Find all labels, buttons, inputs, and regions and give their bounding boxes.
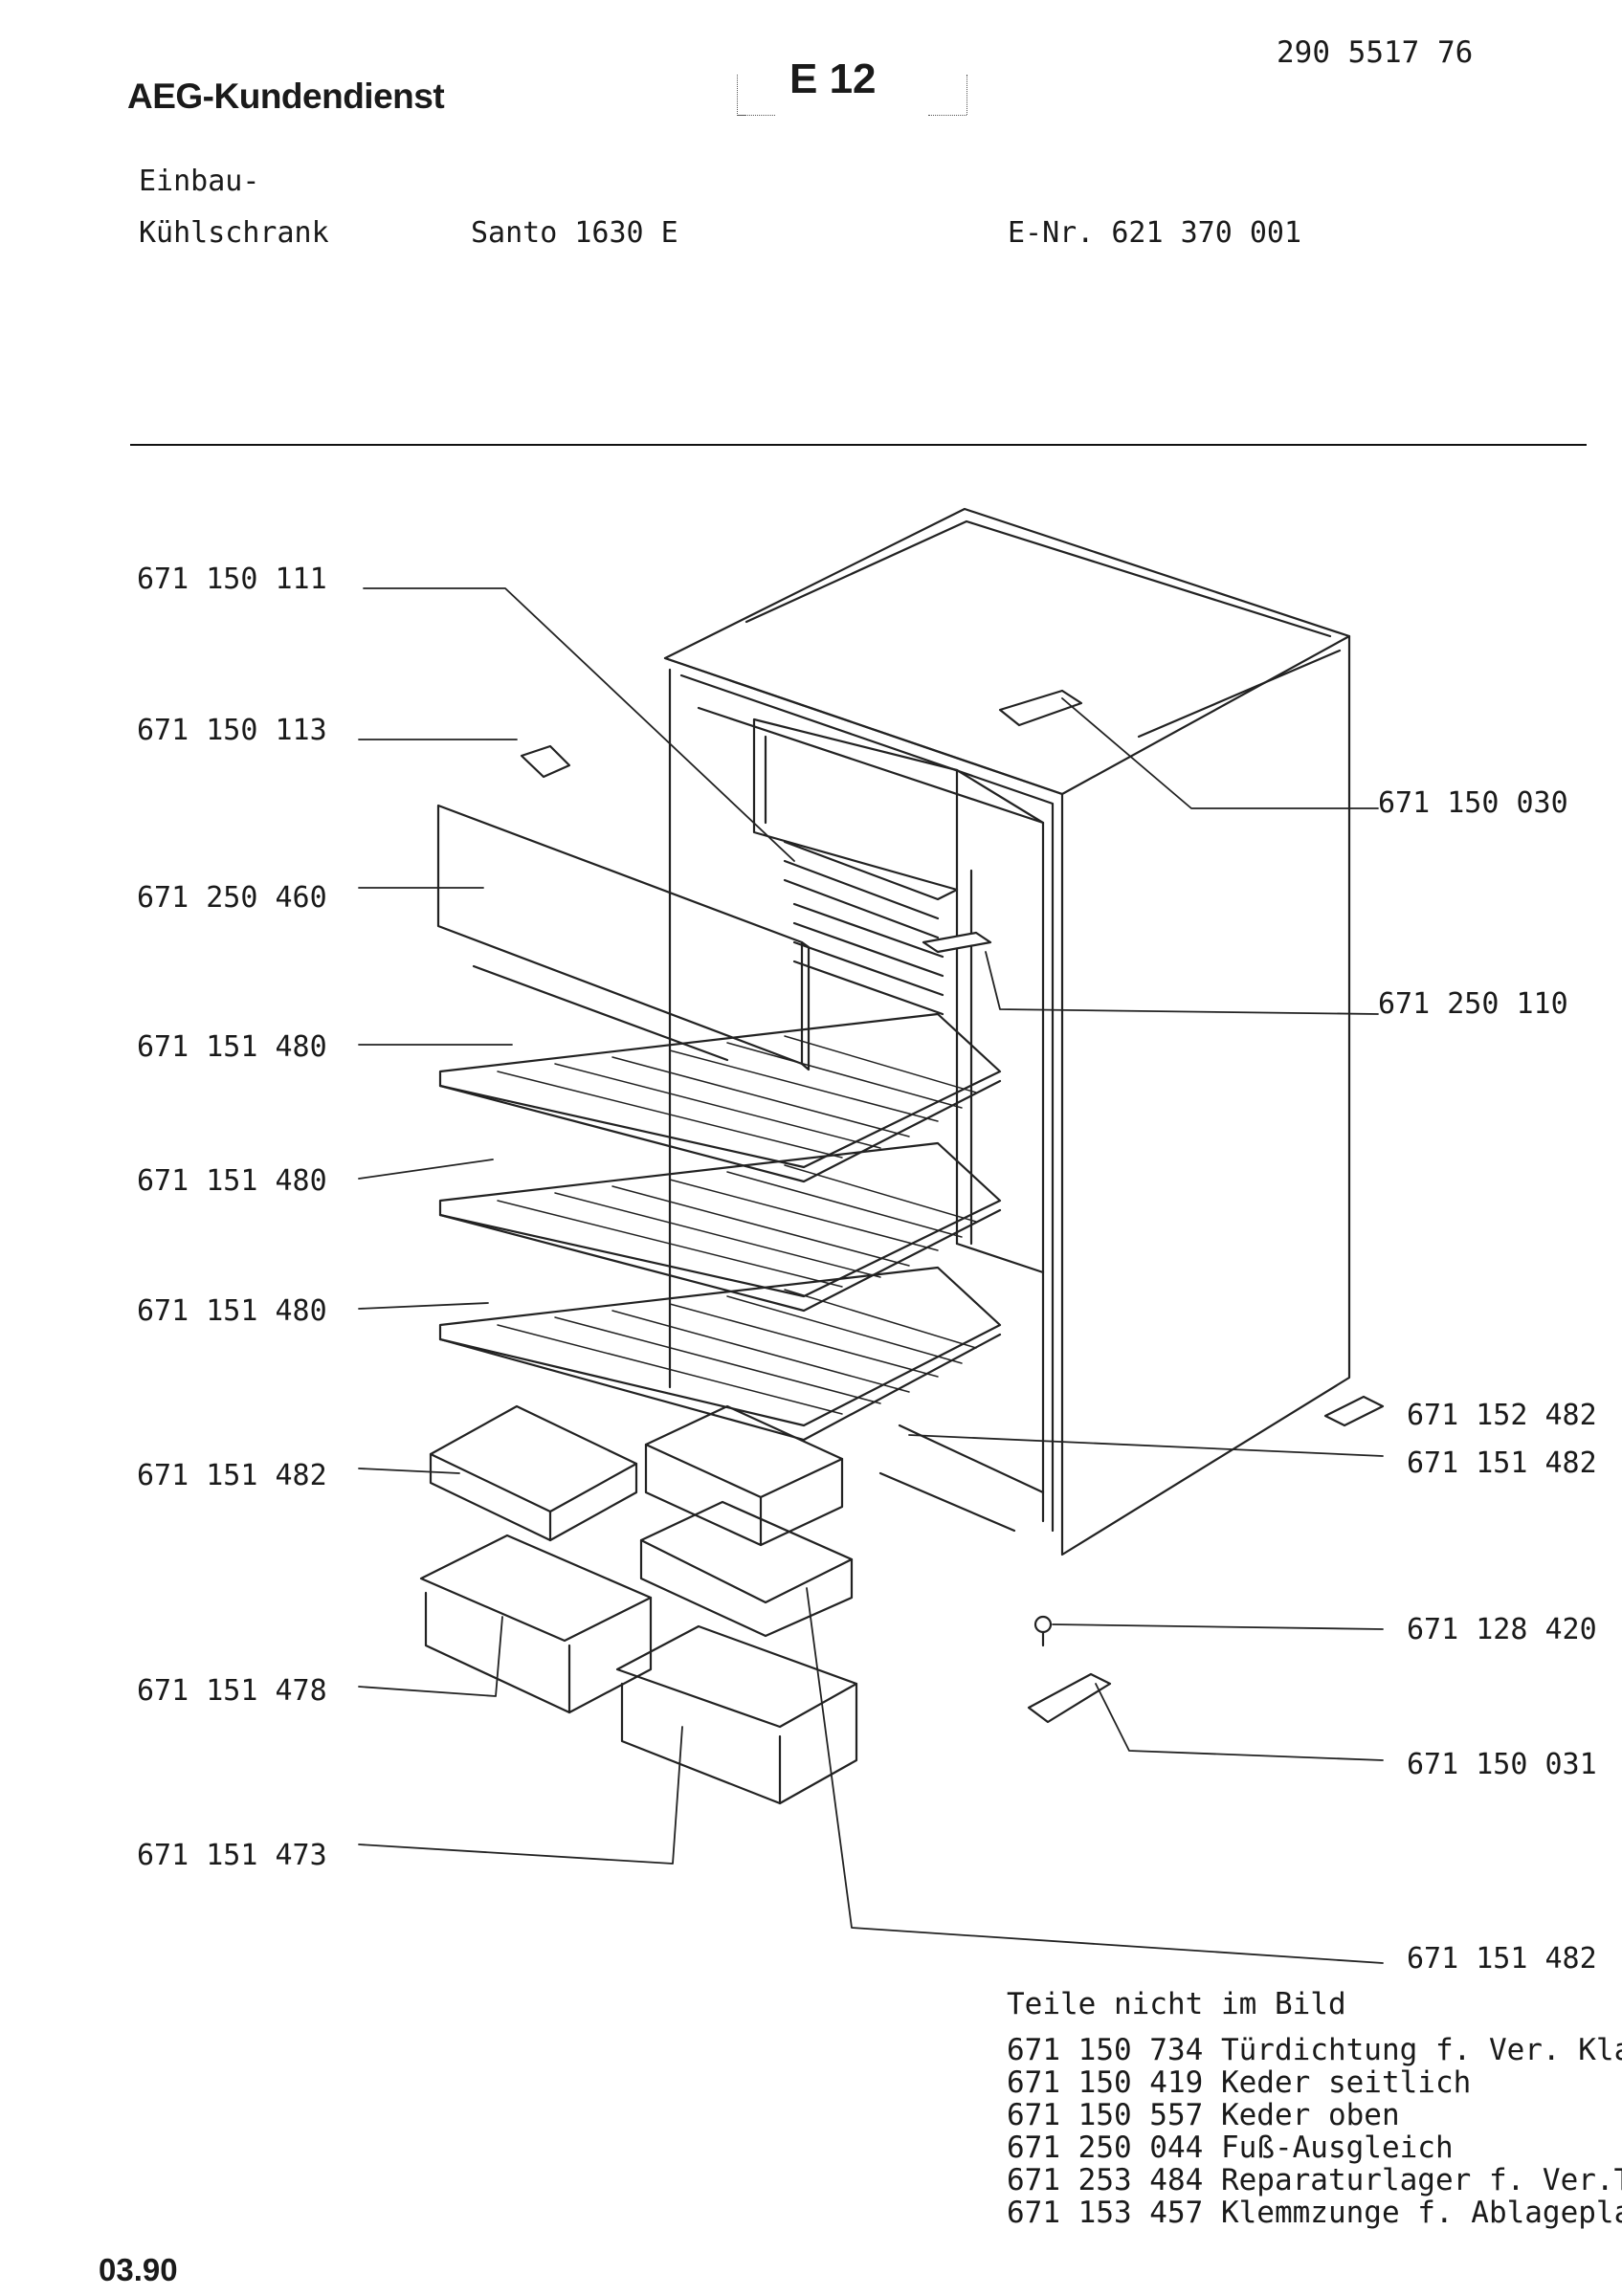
screw-part	[1033, 1615, 1053, 1647]
part-label-16: 671 151 482	[1407, 1942, 1597, 1976]
small-tray-left	[429, 1404, 638, 1542]
shelf-slats	[497, 1035, 977, 1415]
part-label-9: 671 151 473	[137, 1839, 327, 1872]
leader-lines	[358, 587, 1384, 1964]
part-label-10: 671 150 030	[1378, 786, 1568, 820]
section-code-box: E 12	[737, 36, 976, 122]
part-label-12: 671 152 482	[1407, 1399, 1597, 1432]
part-label-5: 671 151 480	[137, 1164, 327, 1198]
product-type-line1: Einbau-	[139, 165, 260, 198]
shelf-1	[438, 1012, 1002, 1183]
part-label-8: 671 151 478	[137, 1674, 327, 1708]
part-label-14: 671 128 420	[1407, 1613, 1597, 1646]
revision-date: 03.90	[99, 2252, 178, 2287]
drawer-left	[419, 1534, 653, 1714]
not-pictured-row: 671 150 734 Türdichtung f. Ver. Klapp	[1007, 2033, 1622, 2067]
foot-part	[1323, 1395, 1385, 1427]
shelf-3	[438, 1266, 1002, 1442]
header-rule	[130, 444, 1587, 446]
part-label-1: 671 150 111	[137, 563, 327, 596]
part-label-7: 671 151 482	[137, 1459, 327, 1492]
brand-title: AEG-Kundendienst	[127, 77, 445, 116]
section-code: E 12	[789, 55, 877, 102]
not-pictured-row: 671 150 419 Keder seitlich	[1007, 2065, 1472, 2100]
drawer-right	[615, 1624, 858, 1805]
not-pictured-row: 671 250 044 Fuß-Ausgleich	[1007, 2130, 1454, 2165]
rack-grid	[783, 840, 959, 1016]
freezer-door-panel	[436, 804, 811, 1071]
bracket-part	[922, 931, 992, 954]
clip-part	[520, 744, 571, 779]
cabinet-body	[663, 507, 1351, 1556]
part-label-6: 671 151 480	[137, 1294, 327, 1328]
hinge-bottom	[1027, 1672, 1112, 1724]
not-pictured-title: Teile nicht im Bild	[1007, 1987, 1346, 2021]
hinge-top	[998, 689, 1083, 727]
part-label-3: 671 250 460	[137, 881, 327, 915]
part-label-13: 671 151 482	[1407, 1446, 1597, 1480]
document-number: 290 5517 76	[1277, 35, 1474, 70]
not-pictured-row: 671 253 484 Reparaturlager f. Ver.Tür	[1007, 2163, 1622, 2197]
model-name: Santo 1630 E	[471, 216, 678, 250]
product-type-line2: Kühlschrank	[139, 216, 329, 250]
e-number: E-Nr. 621 370 001	[1008, 216, 1302, 250]
shelf-2	[438, 1141, 1002, 1313]
small-tray-right	[644, 1404, 844, 1547]
tray-lower-right	[639, 1500, 854, 1638]
part-label-11: 671 250 110	[1378, 987, 1568, 1021]
not-pictured-row: 671 153 457 Klemmzunge f. Ablageplatt	[1007, 2196, 1622, 2230]
part-label-15: 671 150 031	[1407, 1748, 1597, 1781]
part-label-2: 671 150 113	[137, 714, 327, 747]
not-pictured-row: 671 150 557 Keder oben	[1007, 2098, 1400, 2132]
part-label-4: 671 151 480	[137, 1030, 327, 1064]
